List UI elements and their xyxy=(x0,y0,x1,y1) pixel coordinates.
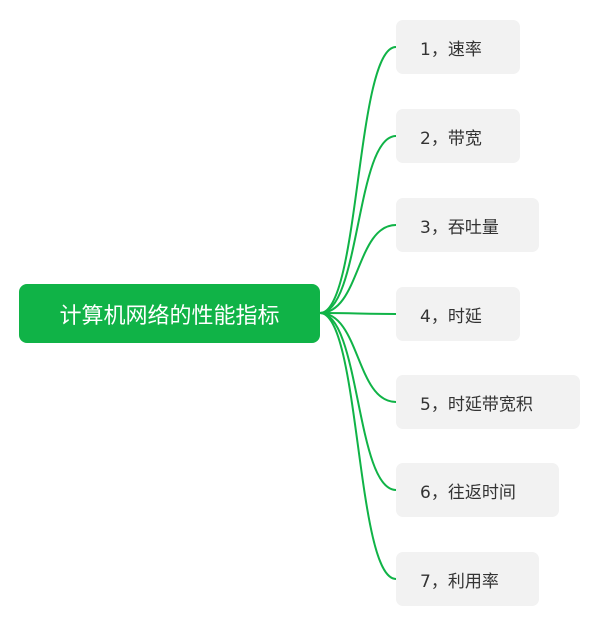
subtopic-node-utilization[interactable]: 7，利用率 xyxy=(396,552,539,606)
subtopic-node-throughput[interactable]: 3，吞吐量 xyxy=(396,198,539,252)
connector-line xyxy=(319,312,397,491)
connector-line xyxy=(319,46,397,314)
subtopic-label: 3，吞吐量 xyxy=(420,217,499,238)
subtopic-label: 1，速率 xyxy=(420,39,482,60)
connector-line xyxy=(319,135,397,314)
connector-line xyxy=(319,312,397,315)
subtopic-label: 4，时延 xyxy=(420,306,482,327)
subtopic-node-round-trip-time[interactable]: 6，往返时间 xyxy=(396,463,559,517)
subtopic-label: 7，利用率 xyxy=(420,571,499,592)
connector-line xyxy=(319,312,397,580)
subtopic-label: 5，时延带宽积 xyxy=(420,394,533,415)
root-topic-node[interactable]: 计算机网络的性能指标 xyxy=(19,284,320,343)
subtopic-node-speed[interactable]: 1，速率 xyxy=(396,20,520,74)
connector-line xyxy=(319,224,397,314)
connector-line xyxy=(319,312,397,403)
subtopic-node-delay-bandwidth-product[interactable]: 5，时延带宽积 xyxy=(396,375,580,429)
subtopic-label: 2，带宽 xyxy=(420,128,482,149)
subtopic-node-delay[interactable]: 4，时延 xyxy=(396,287,520,341)
root-topic-label: 计算机网络的性能指标 xyxy=(59,303,280,329)
subtopic-label: 6，往返时间 xyxy=(420,482,516,503)
subtopic-node-bandwidth[interactable]: 2，带宽 xyxy=(396,109,520,163)
